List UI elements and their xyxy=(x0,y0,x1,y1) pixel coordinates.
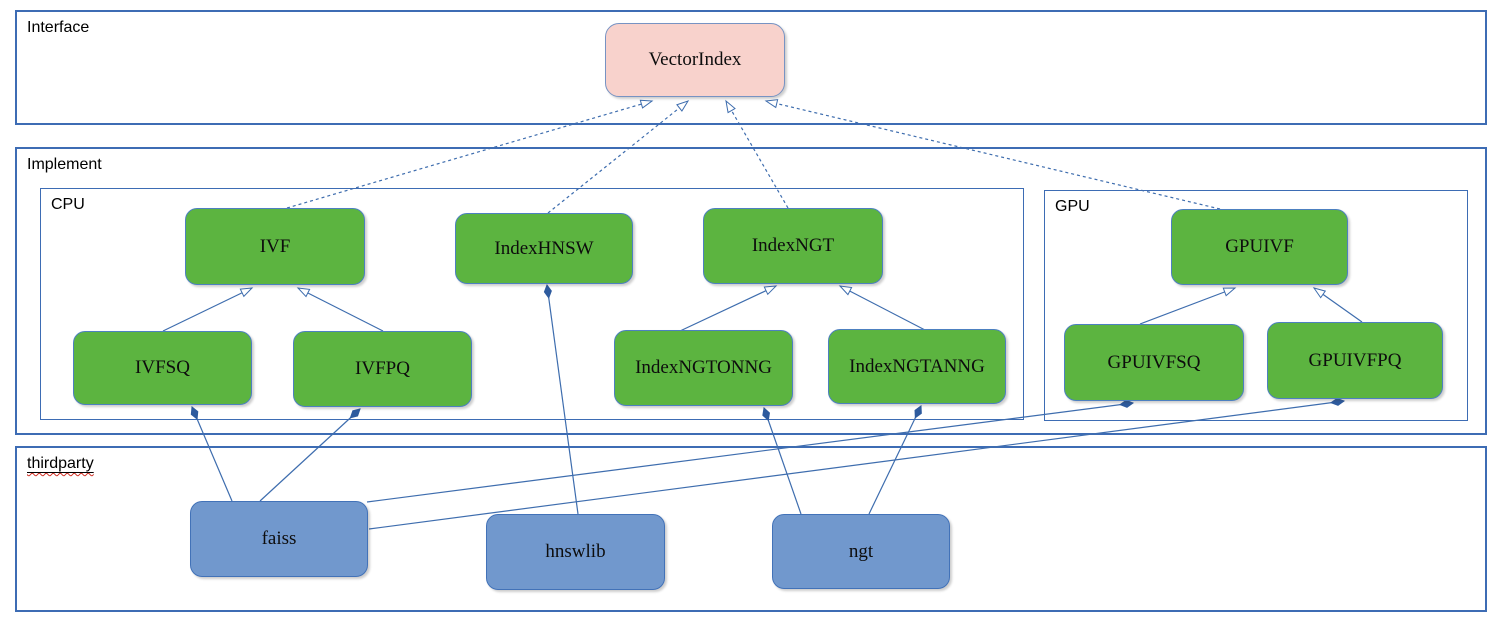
container-gpu-label: GPU xyxy=(1055,198,1090,215)
node-indexngt[interactable]: IndexNGT xyxy=(703,208,883,284)
node-hnswlib[interactable]: hnswlib xyxy=(486,514,665,590)
container-thirdparty-label-text: thirdparty xyxy=(27,455,94,472)
node-indexngtanng[interactable]: IndexNGTANNG xyxy=(828,329,1006,404)
node-indexngtanng-label: IndexNGTANNG xyxy=(849,355,985,377)
node-ivfpq[interactable]: IVFPQ xyxy=(293,331,472,407)
node-indexhnsw-label: IndexHNSW xyxy=(494,237,594,259)
node-gpuivfsq-label: GPUIVFSQ xyxy=(1107,351,1201,373)
node-gpuivfpq-label: GPUIVFPQ xyxy=(1308,349,1402,371)
node-gpuivfpq[interactable]: GPUIVFPQ xyxy=(1267,322,1443,399)
node-ngt[interactable]: ngt xyxy=(772,514,950,589)
node-vectorindex-label: VectorIndex xyxy=(648,49,742,70)
node-hnswlib-label: hnswlib xyxy=(545,541,606,562)
container-cpu-label: CPU xyxy=(51,196,85,213)
node-indexngtonng-label: IndexNGTONNG xyxy=(635,357,772,378)
node-faiss[interactable]: faiss xyxy=(190,501,368,577)
node-gpuivfsq[interactable]: GPUIVFSQ xyxy=(1064,324,1244,401)
node-vectorindex[interactable]: VectorIndex xyxy=(605,23,785,97)
node-ivf[interactable]: IVF xyxy=(185,208,365,285)
container-interface-label: Interface xyxy=(27,19,90,36)
node-gpuivf[interactable]: GPUIVF xyxy=(1171,209,1348,285)
node-ngt-label: ngt xyxy=(848,540,874,562)
node-indexngt-label: IndexNGT xyxy=(751,235,835,256)
node-indexhnsw[interactable]: IndexHNSW xyxy=(455,213,633,284)
container-implement-label: Implement xyxy=(27,156,102,173)
node-ivf-label: IVF xyxy=(259,235,291,257)
container-thirdparty-label: thirdparty xyxy=(27,455,94,473)
node-faiss-label: faiss xyxy=(261,528,297,549)
node-ivfsq[interactable]: IVFSQ xyxy=(73,331,252,405)
node-ivfpq-label: IVFPQ xyxy=(355,358,410,379)
node-indexngtonng[interactable]: IndexNGTONNG xyxy=(614,330,793,406)
node-gpuivf-label: GPUIVF xyxy=(1225,236,1294,257)
node-ivfsq-label: IVFSQ xyxy=(135,357,190,378)
